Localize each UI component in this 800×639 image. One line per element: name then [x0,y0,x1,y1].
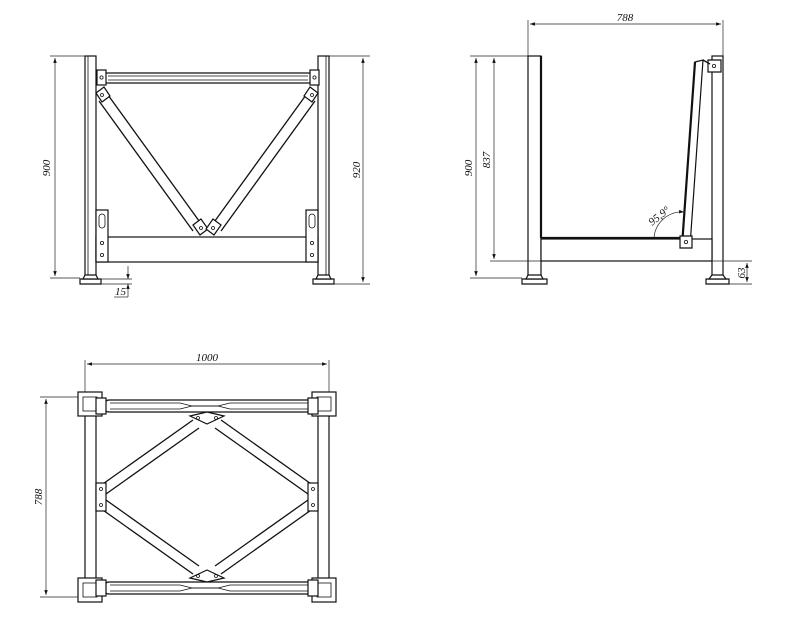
top-lower-rail [103,581,317,595]
top-dim-width: 1000 [84,352,330,392]
side-width-label: 788 [617,12,634,24]
front-top-rail [102,72,314,84]
front-left-post [84,55,97,279]
side-right-post [711,55,724,279]
side-dim-foot: 63 [712,260,752,285]
top-corner-br [307,577,337,603]
side-dim-width: 788 [527,12,724,56]
front-view: 900 920 15 [41,55,370,298]
side-left-post [527,55,542,279]
top-corner-bl [77,577,107,603]
top-dim-depth: 788 [33,396,78,598]
front-lower-beam [95,236,319,263]
side-left-foot [521,278,548,285]
top-depth-label: 788 [33,488,45,505]
top-right-rail [317,396,330,598]
front-dim-foot: 15 [101,266,132,298]
front-height-right-label: 920 [351,161,363,178]
front-diagonal-right [205,86,319,236]
front-foot-label: 15 [115,286,127,298]
side-angle-label: 95,9° [646,204,672,228]
side-dim-height-outer: 900 [463,55,528,279]
top-view: 1000 788 [33,352,337,603]
side-height-outer-label: 900 [463,159,475,176]
top-left-rail [84,396,97,598]
top-corner-tr [307,391,337,417]
top-upper-rail [103,399,317,413]
top-diagonal-bracing [95,411,319,583]
side-view: 95,9° 788 900 837 63 [463,12,752,285]
side-right-foot [705,278,730,285]
front-height-left-label: 900 [41,159,53,176]
top-corner-tl [77,391,107,417]
top-width-label: 1000 [196,352,219,364]
front-right-post [317,55,330,279]
side-height-inner-label: 837 [481,151,493,168]
side-foot-label: 63 [736,267,748,279]
side-tilted-backrest [679,59,722,249]
front-right-foot [312,278,335,285]
side-dim-height-inner: 837 [481,58,541,262]
front-dim-height-right: 920 [329,55,370,285]
front-left-foot [79,278,102,285]
front-dim-height-left: 900 [41,55,85,279]
front-diagonal-left [95,86,209,236]
